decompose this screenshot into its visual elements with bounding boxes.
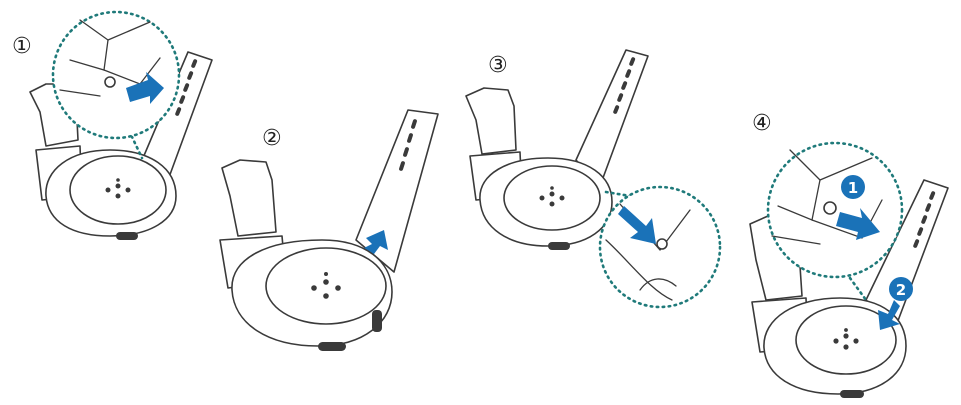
step-2-marker: ② [262,126,282,151]
push-arrow [126,72,164,104]
watch-body [479,157,613,250]
step-2-illustration [219,109,439,351]
insert-arrow [618,206,656,244]
step-4-marker: ④ [752,111,772,136]
zoom-callout [598,185,722,309]
step-3-illustration [465,49,722,309]
svg-text:2: 2 [896,281,906,299]
zoom-callout [766,141,904,279]
zoom-callout [51,10,181,140]
watch-body [763,297,907,398]
watch-body [45,149,177,240]
watch-strap [355,109,439,273]
watch-body [231,239,393,351]
svg-text:1: 1 [848,179,858,197]
step-4-illustration: 1 2 [749,141,949,398]
badge-2: 2 [889,277,913,301]
step-1-illustration [29,10,213,240]
slide-arrow [878,300,900,330]
step-1-marker: ① [12,34,32,59]
step-3-marker: ③ [488,53,508,78]
push-arrow [836,208,880,240]
badge-1: 1 [841,175,865,199]
